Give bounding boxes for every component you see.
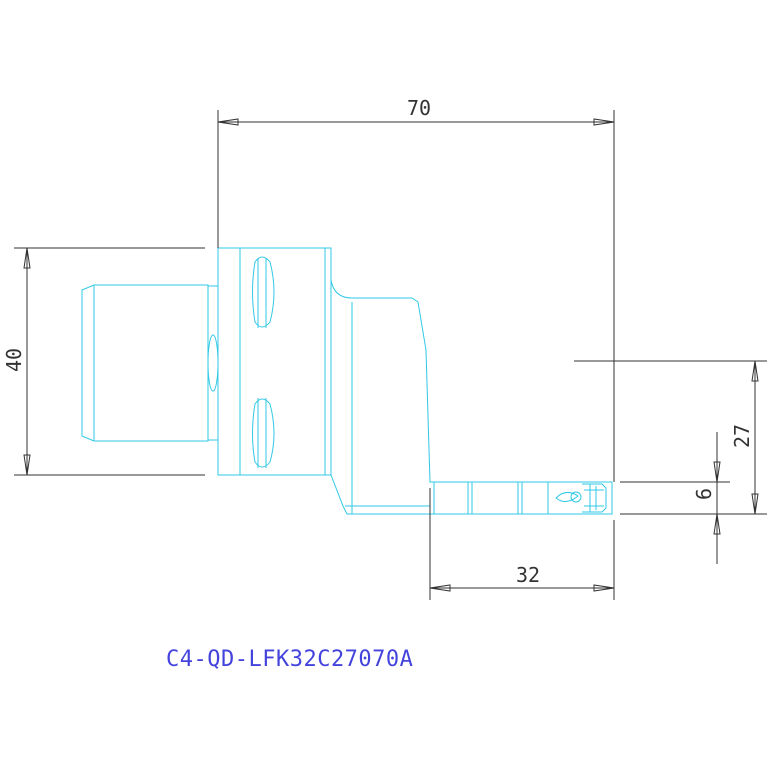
shank-body	[81, 284, 209, 442]
screw-slot-top	[252, 256, 275, 328]
part-number-label: C4-QD-LFK32C27070A	[166, 647, 414, 672]
head-body	[330, 279, 613, 515]
dimension-6-label: 6	[692, 488, 716, 500]
tool-holder-outline	[81, 247, 613, 515]
dimension-shank-height: 40	[2, 247, 205, 476]
dimension-40-label: 40	[2, 348, 26, 372]
dimension-overall-length: 70	[217, 96, 615, 482]
dimension-32-label: 32	[516, 563, 540, 587]
dimension-70-label: 70	[407, 96, 431, 120]
dimension-head-height: 27	[574, 360, 767, 515]
screw-slot-bottom	[252, 398, 275, 468]
dimension-27-label: 27	[730, 424, 754, 448]
dimension-tip-height: 6	[620, 432, 730, 564]
cutting-insert	[555, 483, 607, 513]
main-block	[217, 247, 332, 476]
dimension-head-length: 32	[429, 488, 615, 600]
